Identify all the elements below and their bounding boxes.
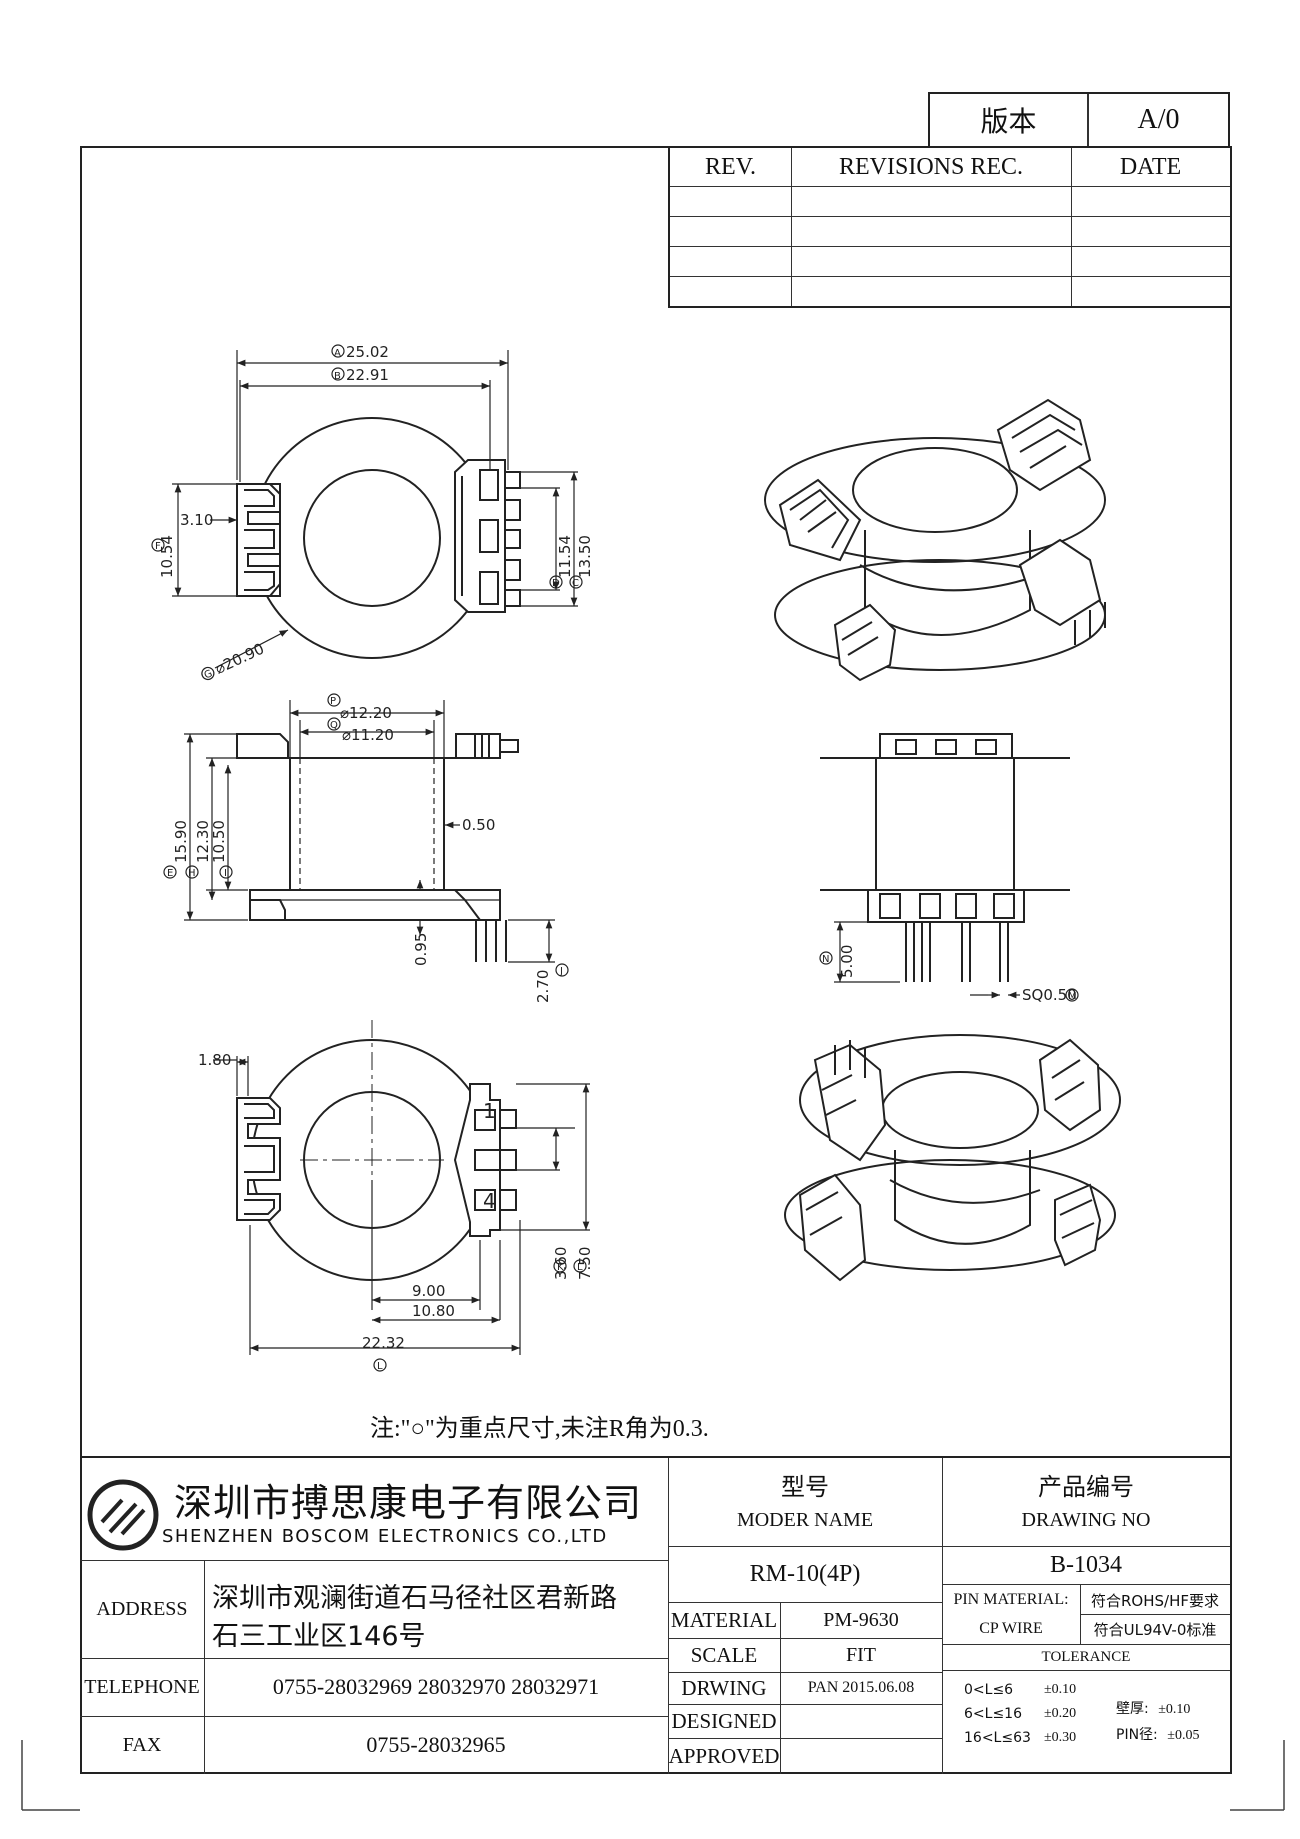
mark-E: E: [167, 868, 173, 879]
drawing-cn: 产品编号: [1038, 1474, 1134, 1501]
drawing-note: 注:"○"为重点尺寸,未注R角为0.3.: [370, 1416, 709, 1442]
mark-C: C: [572, 578, 579, 589]
address-line-1: 深圳市观澜街道石马径社区君新路: [212, 1583, 617, 1614]
dim-wall: 0.50: [462, 816, 495, 834]
dim-Q: ⌀11.20: [342, 726, 394, 744]
pin-material-label: PIN MATERIAL:: [953, 1591, 1069, 1608]
tol-row: 0<L≤6 ±0.10: [964, 1682, 1077, 1698]
dim-10: 10.80: [412, 1302, 455, 1320]
tol-row: 16<L≤63 ±0.30: [964, 1730, 1077, 1746]
drawing-number: B-1034: [1050, 1551, 1122, 1578]
dim-K: 3.60: [552, 1247, 570, 1280]
pin-4-label: 4: [483, 1189, 496, 1213]
bottom-view: [236, 1020, 517, 1300]
dim-A: 25.02: [346, 343, 389, 361]
scale-value: FIT: [846, 1643, 876, 1666]
dim-G: ⌀20.90: [212, 640, 267, 678]
dim-E: 15.90: [172, 820, 190, 863]
mark-L2: L: [577, 1262, 583, 1273]
material-label: MATERIAL: [670, 1607, 778, 1632]
pin-1-label: 1: [483, 1099, 496, 1123]
side-view: [236, 733, 519, 962]
top-view: [236, 417, 521, 659]
company-name-cn: 深圳市搏思康电子有限公司: [174, 1481, 643, 1525]
telephone-label: TELEPHONE: [84, 1675, 200, 1698]
model-value: RM-10(4P): [749, 1560, 861, 1587]
drawing-frame: [80, 146, 1232, 1774]
wall-tolerance: 壁厚: ±0.10: [1116, 1701, 1191, 1717]
dim-9: 9.00: [412, 1282, 445, 1300]
drawing-by-label: DRWING: [681, 1675, 767, 1700]
tol-row: 6<L≤16 ±0.20: [964, 1706, 1077, 1722]
mark-A: A: [334, 348, 341, 359]
mark-M: M: [1068, 991, 1077, 1002]
mark-B: B: [334, 371, 341, 382]
dim-I: 10.50: [210, 820, 228, 863]
dim-N: 5.00: [838, 945, 856, 978]
dim-J: 2.70: [534, 970, 552, 1003]
dim-H: 12.30: [194, 820, 212, 863]
isometric-view-top: [764, 398, 1106, 682]
dim-flange: 0.95: [412, 933, 430, 966]
tolerance-label: TOLERANCE: [1041, 1648, 1131, 1665]
date-header: DATE: [1119, 153, 1182, 180]
dim-F: 10.54: [158, 535, 176, 578]
mark-N: N: [822, 954, 829, 965]
dim-C: 13.50: [576, 535, 594, 578]
cp-wire: CP WIRE: [979, 1620, 1043, 1637]
mark-L: L: [377, 1361, 383, 1372]
tolerance-table: 0<L≤6 ±0.10 6<L≤16 ±0.20 16<L≤63 ±0.30: [964, 1678, 1104, 1750]
mark-P: P: [330, 696, 336, 707]
model-cn: 型号: [781, 1474, 829, 1501]
revisions-table: REV. REVISIONS REC. DATE: [668, 146, 1232, 308]
dim-B: 22.91: [346, 366, 389, 384]
model-en: MODER NAME: [736, 1508, 874, 1531]
ul-compliance: 符合UL94V-0标准: [1093, 1620, 1217, 1639]
mark-Q: Q: [330, 720, 338, 731]
mark-K: K: [557, 1262, 564, 1273]
address-line-2: 石三工业区146号: [212, 1621, 426, 1652]
mark-J: J: [559, 966, 563, 977]
dim-L: 22.32: [362, 1334, 405, 1352]
company-name-en: SHENZHEN BOSCOM ELECTRONICS CO.,LTD: [162, 1526, 608, 1547]
telephone-value: 0755-28032969 28032970 28032971: [272, 1674, 600, 1699]
drawing-en: DRAWING NO: [1021, 1508, 1151, 1531]
address-label: ADDRESS: [96, 1597, 188, 1620]
dim-left-slot: 3.10: [180, 511, 213, 529]
front-view: [820, 733, 1070, 982]
fax-value: 0755-28032965: [366, 1732, 506, 1757]
dim-slot: 1.80: [198, 1051, 231, 1069]
revisions-rec-header: REVISIONS REC.: [838, 153, 1024, 180]
dim-P: ⌀12.20: [340, 704, 392, 722]
material-value: PM-9630: [823, 1608, 899, 1631]
rev-header: REV.: [705, 153, 756, 180]
designed-label: DESIGNED: [671, 1708, 777, 1733]
scale-label: SCALE: [690, 1642, 758, 1667]
dim-D: 11.54: [556, 535, 574, 578]
company-logo: [87, 1479, 159, 1551]
fax-label: FAX: [122, 1733, 162, 1756]
mark-F: F: [155, 541, 161, 552]
mark-I: I: [224, 868, 227, 879]
rohs-compliance: 符合ROHS/HF要求: [1091, 1591, 1219, 1610]
version-label: 版本: [980, 107, 1037, 138]
mark-G: G: [203, 668, 215, 681]
dim-M: SQ0.50: [1022, 986, 1077, 1004]
version-value: A/0: [1137, 104, 1180, 135]
drawing-by-value: PAN 2015.06.08: [807, 1679, 915, 1696]
isometric-view-bottom: [784, 1034, 1121, 1282]
approved-label: APPROVED: [668, 1743, 780, 1768]
mark-D: D: [552, 578, 560, 589]
pin-tolerance: PIN径: ±0.05: [1116, 1727, 1200, 1743]
mark-H: H: [188, 868, 196, 879]
title-block: 深圳市搏思康电子有限公司 SHENZHEN BOSCOM ELECTRONICS…: [80, 1456, 1232, 1774]
